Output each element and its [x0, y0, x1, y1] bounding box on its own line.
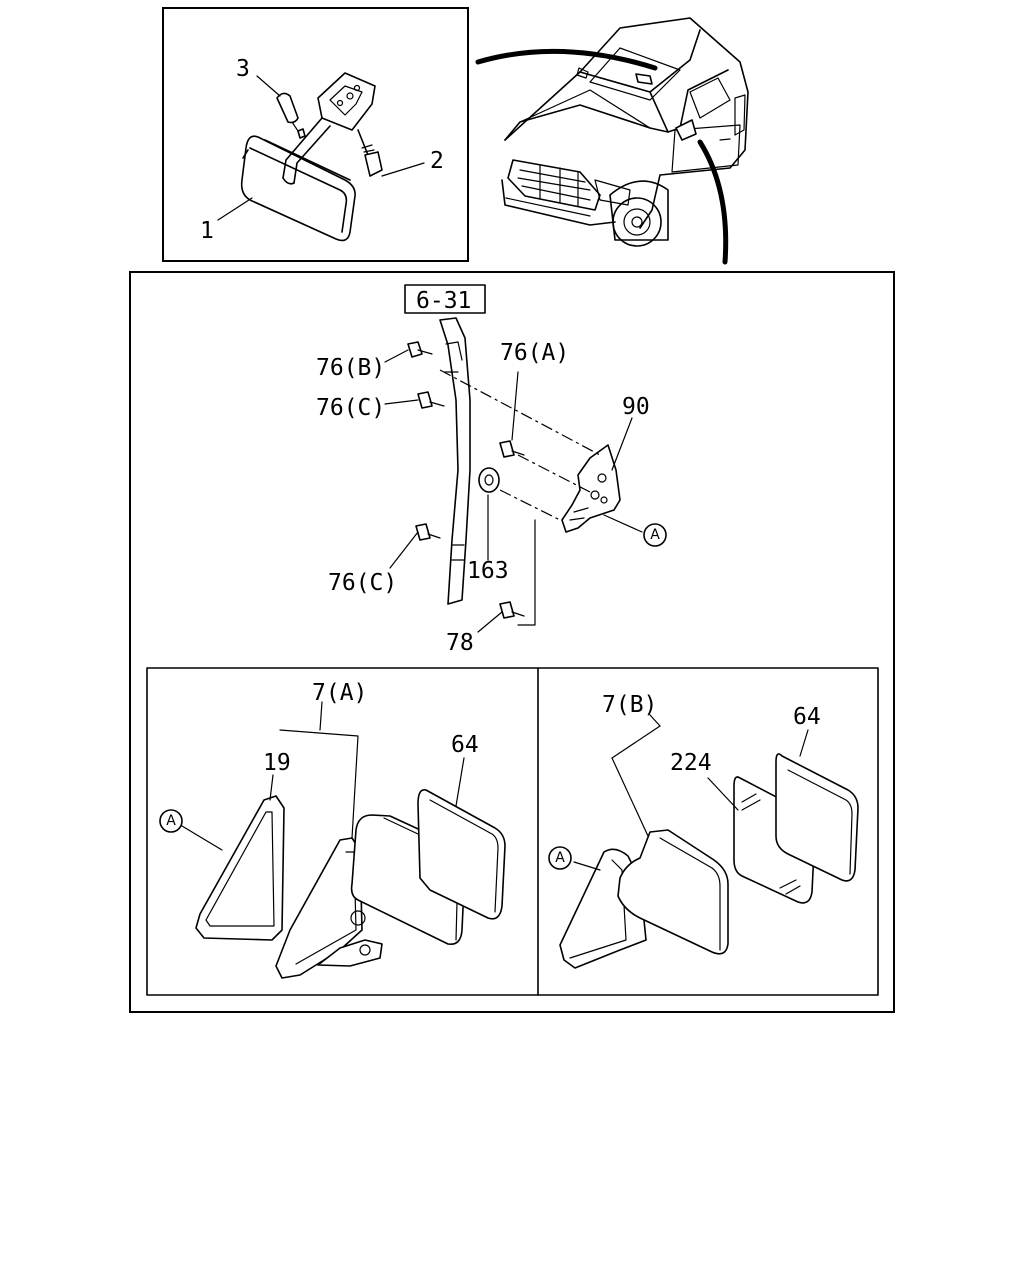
- mirror-glass-64-b: [775, 753, 859, 882]
- reference-marker-a-label: A: [650, 527, 660, 543]
- reference-box-label: 6-31: [416, 288, 471, 314]
- part-label-7a: 7(A): [312, 680, 367, 706]
- callout-arc-door: [697, 139, 729, 265]
- mirror-variant-a: 7(A) 19 64 A: [159, 680, 506, 979]
- part-label-76c-top: 76(C): [316, 395, 385, 421]
- mirror-variants-frame: [146, 667, 879, 996]
- leader-2: [381, 162, 425, 177]
- door-mounting-assembly: 6-31: [316, 284, 667, 656]
- mirror-variant-b: 7(B) 224 64 A: [548, 692, 859, 969]
- mirror-glass-64-a: [417, 788, 506, 920]
- mirror-bracket-90: [561, 444, 621, 533]
- part-label-1: 1: [200, 218, 214, 244]
- part-label-78: 78: [446, 630, 474, 656]
- part-label-2: 2: [430, 148, 444, 174]
- bolt-78: [499, 601, 525, 619]
- part-label-19: 19: [263, 750, 291, 776]
- callout-arc-interior: [475, 48, 658, 71]
- outside-mirror-panel-frame: [129, 271, 895, 1013]
- reference-marker-a-left-label: A: [166, 813, 176, 829]
- reference-marker-a: [643, 523, 667, 547]
- reference-box: [404, 284, 486, 314]
- reference-marker-a-right: [548, 846, 572, 870]
- grommet-163: [478, 467, 500, 493]
- leader-3: [256, 75, 281, 97]
- part-label-90: 90: [622, 394, 650, 420]
- part-label-224: 224: [670, 750, 712, 776]
- bolt-76-b: [407, 341, 433, 358]
- part-label-163: 163: [467, 558, 509, 584]
- reference-marker-a-right-label: A: [555, 850, 565, 866]
- reference-marker-a-left: [159, 809, 183, 833]
- part-label-76b: 76(B): [316, 355, 385, 381]
- part-label-64-b: 64: [793, 704, 821, 730]
- interior-mirror-panel: 3 2 1: [162, 7, 469, 262]
- part-label-7b: 7(B): [602, 692, 657, 718]
- part-label-76c-bottom: 76(C): [328, 570, 397, 596]
- gasket-19: [195, 795, 285, 941]
- vehicle-illustration: [475, 17, 749, 265]
- bolt-76-c-top: [417, 391, 445, 409]
- interior-mirror-frame: [162, 7, 469, 262]
- part-label-64-a: 64: [451, 732, 479, 758]
- bolt-76-c-bottom: [415, 523, 441, 541]
- part-label-76a: 76(A): [500, 340, 569, 366]
- leader-1: [217, 197, 253, 221]
- door-sash-channel: [439, 317, 471, 605]
- bolt-76-a: [499, 440, 525, 458]
- interior-mirror-drawing: [240, 72, 383, 242]
- part-label-3: 3: [236, 56, 250, 82]
